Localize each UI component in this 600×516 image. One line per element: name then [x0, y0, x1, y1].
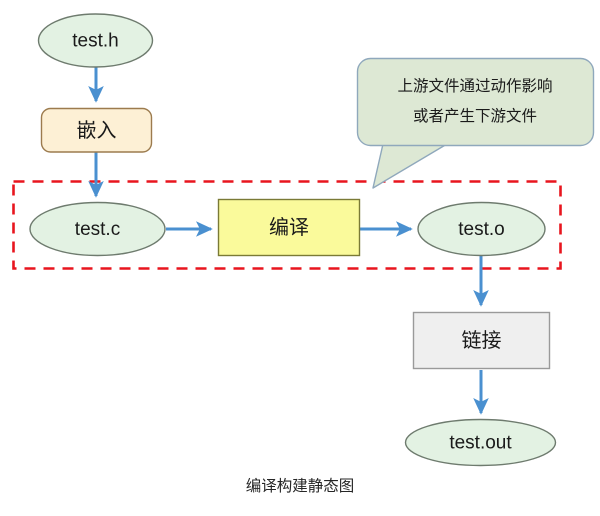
callout-line-2: 或者产生下游文件	[413, 107, 537, 125]
highlight-group-box	[12, 180, 562, 270]
node-link-shape	[412, 311, 551, 370]
node-test-o[interactable]: test.o	[417, 201, 546, 257]
node-test-out-shape	[404, 418, 557, 467]
node-test-o-shape	[417, 201, 546, 257]
node-test-out-label: test.out	[449, 433, 512, 454]
node-test-h[interactable]: test.h	[37, 13, 154, 68]
callout-note[interactable]: 上游文件通过动作影响 或者产生下游文件	[356, 57, 595, 189]
node-embed-label: 嵌入	[77, 119, 117, 142]
node-compile-label: 编译	[269, 216, 309, 239]
node-test-h-shape	[37, 13, 154, 68]
node-test-c-label: test.c	[75, 219, 120, 240]
node-compile-shape	[217, 198, 361, 257]
node-link[interactable]: 链接	[412, 311, 551, 370]
node-test-c[interactable]: test.c	[29, 201, 166, 257]
callout-line-1: 上游文件通过动作影响	[397, 77, 552, 95]
node-embed[interactable]: 嵌入	[40, 107, 153, 153]
callout-bubble-shape	[356, 57, 595, 147]
node-test-c-shape	[29, 201, 166, 257]
node-test-o-label: test.o	[458, 219, 504, 240]
node-test-out[interactable]: test.out	[404, 418, 557, 467]
node-compile[interactable]: 编译	[217, 198, 361, 257]
node-embed-shape	[40, 107, 153, 153]
node-test-h-label: test.h	[72, 31, 118, 52]
node-link-label: 链接	[462, 329, 502, 352]
diagram-caption: 编译构建静态图	[246, 477, 355, 495]
